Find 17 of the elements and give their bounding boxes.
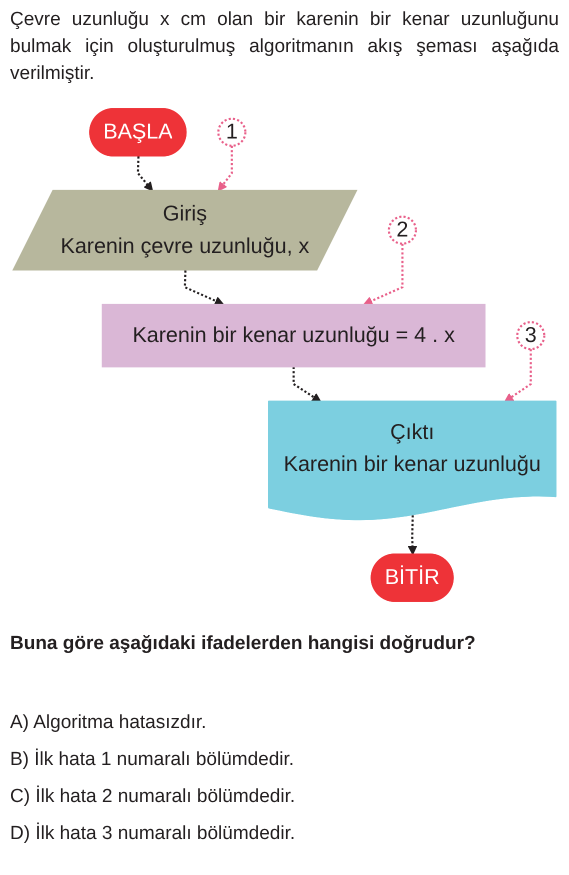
arrow — [363, 244, 404, 306]
node-circle: 1 — [217, 118, 246, 147]
answer-option: B) İlk hata 1 numaralı bölümdedir. — [10, 749, 294, 771]
answer-option: C) İlk hata 2 numaralı bölümdedir. — [10, 786, 296, 808]
node-box: Karenin bir kenar uzunluğu = 4 . x — [102, 304, 486, 368]
arrow — [218, 146, 233, 192]
intro-text: Çevre uzunluğu x cm olan bir karenin bir kenar uzunluğunu bulmak için oluşturulmuş algoritmanın akış şeması aşağıda verilmiştir. — [10, 8, 559, 86]
arrow — [136, 156, 154, 192]
question-text: Buna göre aşağıdaki ifadelerden hangisi doğrudur? — [10, 632, 477, 656]
node-circle: 2 — [388, 216, 418, 245]
answer-option: D) İlk hata 3 numaralı bölümdedir. — [10, 823, 296, 845]
answer-option: A) Algoritma hatasızdır. — [10, 712, 206, 734]
arrow — [408, 515, 418, 556]
arrow — [184, 270, 224, 306]
arrow — [292, 366, 322, 402]
node-circle: 3 — [516, 321, 546, 350]
arrow — [504, 349, 532, 402]
